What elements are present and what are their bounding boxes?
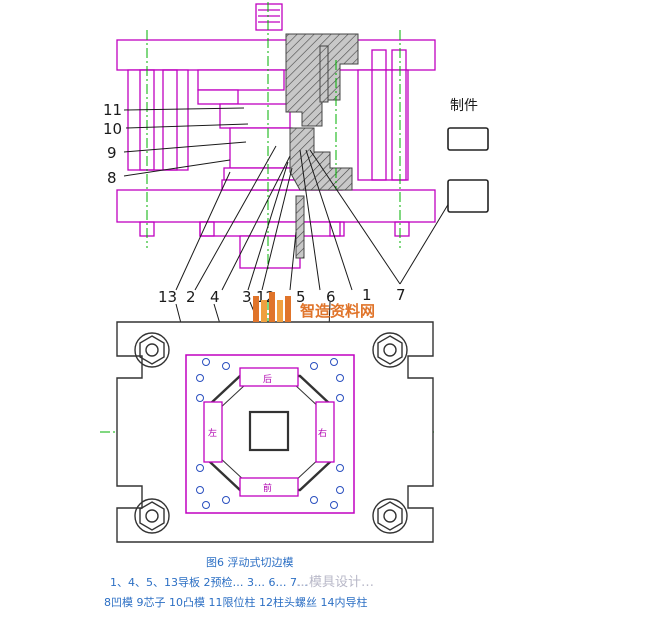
watermark: 智造资料网 [253, 292, 375, 322]
guide-plate-right [315, 401, 335, 463]
base-plate [116, 189, 436, 223]
core-square [248, 410, 290, 452]
part-label-3: 3 [242, 288, 252, 306]
part-number-labels-bottom: 13 2 4 3 12 5 6 1 7 [158, 286, 406, 306]
figure-caption: 图6 浮动式切边模 1、4、5、13导板 2预检… 3… 6… 7… …模具设计… [104, 556, 374, 609]
caption-line2: 8凹模 9芯子 10凸模 11限位柱 12柱头螺丝 14内导柱 [104, 595, 367, 609]
part-label-5: 5 [296, 288, 306, 306]
part-label-2: 2 [186, 288, 196, 306]
caption-title: 图6 浮动式切边模 [206, 556, 294, 569]
direction-right: 右 [318, 427, 327, 439]
part-label-8: 8 [107, 169, 117, 187]
watermark-logo-icon [253, 292, 291, 322]
part-label-4: 4 [210, 288, 220, 306]
product-outlines [447, 127, 489, 213]
product-box-lower [447, 179, 489, 213]
guide-plate-left [203, 401, 223, 463]
product-box-upper [447, 127, 489, 151]
guide-plate-back [239, 367, 299, 387]
part-label-11: 11 [103, 101, 122, 119]
direction-left: 左 [208, 427, 217, 439]
direction-front: 前 [263, 482, 272, 494]
part-label-1: 1 [362, 286, 372, 304]
guide-post-bl [134, 498, 170, 534]
top-bolt [255, 3, 283, 31]
part-number-labels-side: 11 10 9 8 [103, 101, 122, 187]
part-label-10: 10 [103, 120, 122, 138]
part-label-6: 6 [326, 288, 336, 306]
top-plate [116, 39, 436, 71]
guide-post-tr [372, 332, 408, 368]
plan-view [116, 321, 434, 543]
product-label: 制件 [450, 98, 478, 114]
part-label-7: 7 [396, 286, 406, 304]
direction-back: 后 [263, 374, 272, 385]
guide-post-tl [134, 332, 170, 368]
watermark-overlay: …模具设计… [296, 575, 374, 590]
guide-post-br [372, 498, 408, 534]
part-label-9: 9 [107, 144, 117, 162]
section-view [116, 3, 436, 269]
guide-plate-front [239, 477, 299, 497]
caption-line1: 1、4、5、13导板 2预检… 3… 6… 7… [110, 575, 308, 589]
part-label-13: 13 [158, 288, 177, 306]
watermark-text: 智造资料网 [300, 302, 375, 320]
punch [229, 127, 293, 169]
